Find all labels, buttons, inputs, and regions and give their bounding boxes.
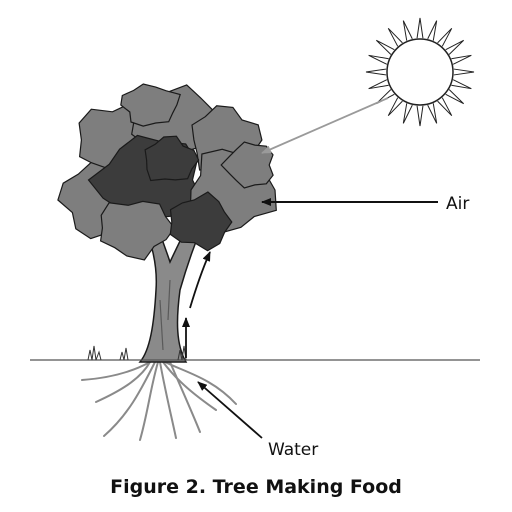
tree-roots xyxy=(81,361,237,441)
leaf-cluster xyxy=(169,191,233,252)
sun-ray xyxy=(402,103,413,124)
sun-ray xyxy=(387,97,403,117)
leaf-cluster xyxy=(144,135,200,182)
water-label: Water xyxy=(268,440,318,460)
sun-ray xyxy=(368,79,389,90)
sun-ray xyxy=(402,20,413,41)
sun-icon xyxy=(365,17,475,127)
tree-trunk xyxy=(138,208,207,363)
sun-ray xyxy=(437,97,453,117)
sun-ray xyxy=(427,103,438,124)
sun-ray xyxy=(453,68,475,76)
sun-ray xyxy=(416,105,424,127)
sun-ray xyxy=(451,54,472,65)
tree-icon xyxy=(57,83,277,261)
figure-caption: Figure 2. Tree Making Food xyxy=(110,476,402,498)
sun-ray xyxy=(387,27,403,47)
sun-ray xyxy=(445,39,465,55)
air-label: Air xyxy=(446,194,469,214)
sun-ray xyxy=(437,27,453,47)
grass-tufts xyxy=(87,345,187,361)
sun-ray xyxy=(365,68,387,76)
leaf-cluster xyxy=(120,83,181,127)
sun-ray xyxy=(445,89,465,105)
sun-ray xyxy=(451,79,472,90)
sunlight-arrow xyxy=(261,97,389,154)
sun-ray xyxy=(375,39,395,55)
sun-ray xyxy=(427,20,438,41)
leaf-cluster xyxy=(99,200,176,261)
sun-ray xyxy=(368,54,389,65)
sun-ray xyxy=(416,17,424,39)
water-arrows xyxy=(182,251,263,439)
